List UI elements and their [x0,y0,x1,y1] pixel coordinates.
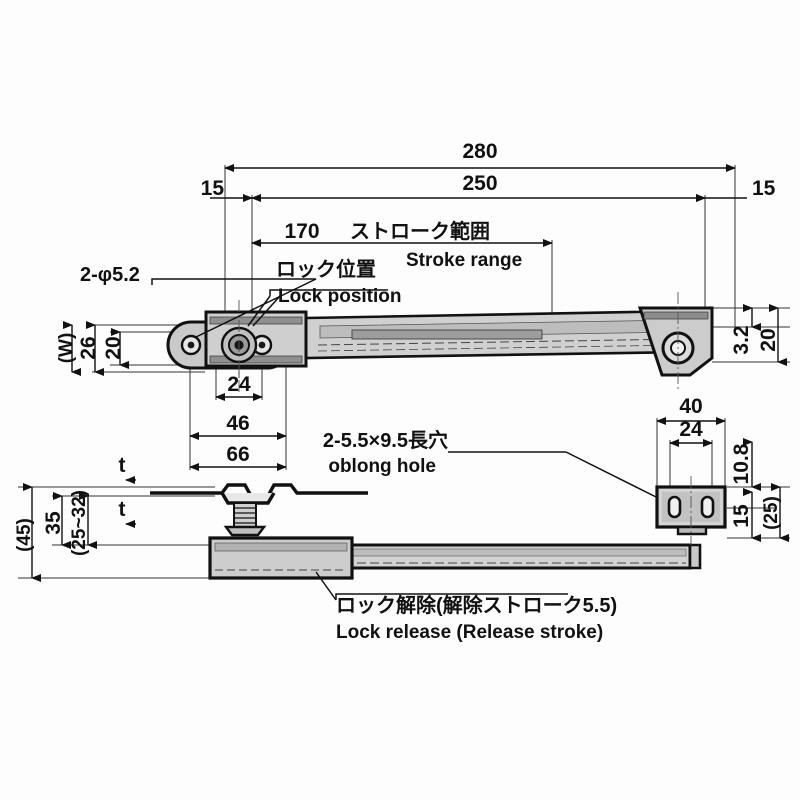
oblong-hole-jp-label: 2-5.5×9.5長穴 [323,428,448,452]
dim-w-symbol: (W) [56,333,77,364]
dim-15-bracket: 15 [730,504,753,528]
lock-release-jp-label: ロック解除(解除ストローク5.5) [336,593,617,617]
dim-66: 66 [226,443,249,466]
dim-10-8: 10.8 [730,443,753,484]
dim-40: 40 [679,395,702,418]
dim-24-top: 24 [227,373,251,396]
dim-35: 35 [42,511,65,535]
bracket-detail [655,476,727,545]
dim-250: 250 [462,172,497,195]
lock-position-jp-label: ロック位置 [276,257,376,281]
side-view-assembly [150,483,702,580]
dim-3-2: 3.2 [730,325,753,354]
stroke-range-jp-label: ストローク範囲 [350,219,490,243]
dim-20-right: 20 [757,328,780,351]
dim-24-bracket: 24 [679,418,703,441]
leader-lines [151,278,657,601]
dim-15-left: 15 [201,177,225,200]
hole-callout-label: 2-φ5.2 [80,264,140,286]
lock-position-en-label: Lock position [278,286,402,307]
top-view-assembly [166,292,714,392]
dimension-lines [23,164,789,582]
dimension-labels: 280 250 15 15 170 ストローク範囲 Stroke range ロ… [14,140,782,643]
dim-280: 280 [462,140,497,163]
dim-t-lower: t [119,498,126,521]
dim-25-bracket: (25) [761,496,782,530]
dim-26: 26 [77,336,100,359]
oblong-hole-en-label: oblong hole [328,456,436,477]
dim-15-right: 15 [752,177,776,200]
lock-release-en-label: Lock release (Release stroke) [336,622,603,643]
dim-45: (45) [14,518,35,552]
dim-170: 170 [284,220,319,243]
dim-25-32: (25~32) [69,490,90,556]
dim-t-upper: t [119,454,126,477]
dim-46: 46 [226,412,249,435]
stroke-range-en-label: Stroke range [406,250,522,271]
dim-20-left: 20 [102,336,125,359]
